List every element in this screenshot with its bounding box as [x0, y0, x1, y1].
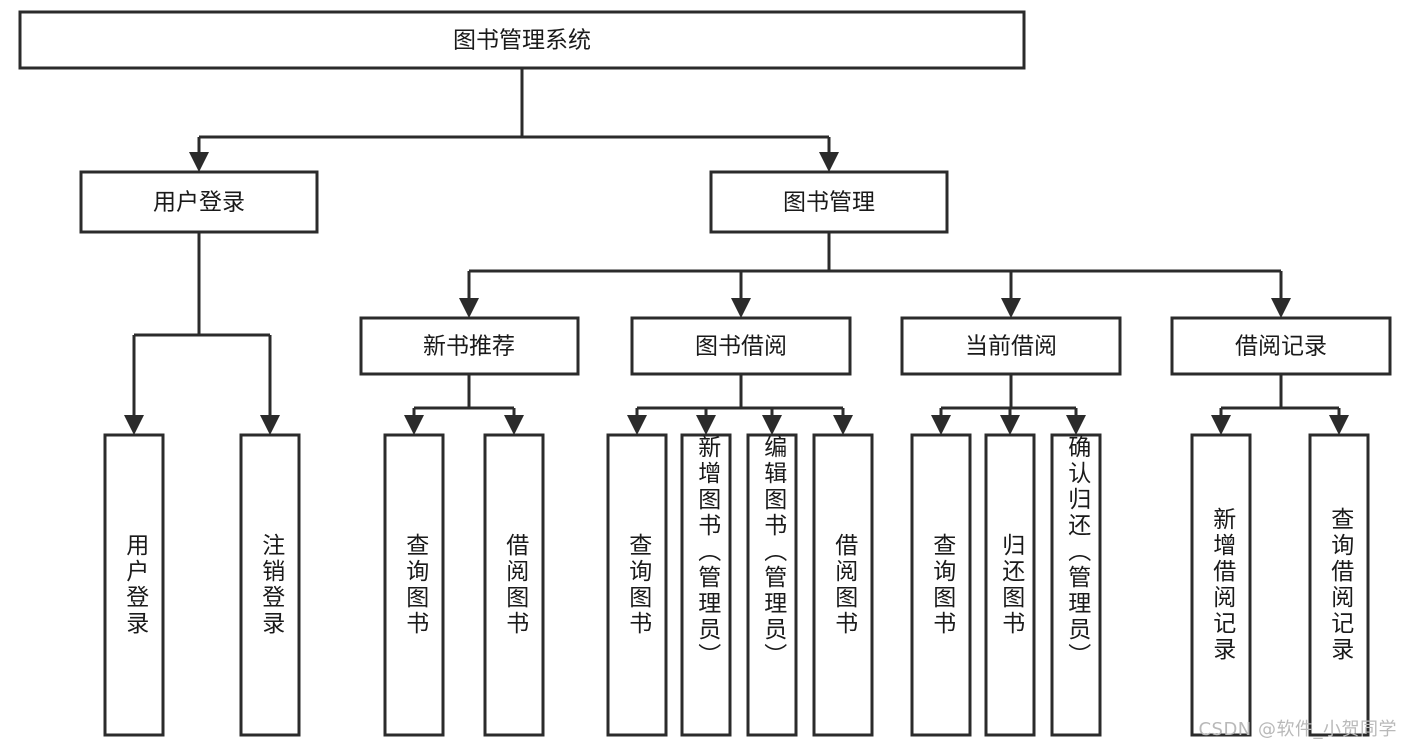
node-book-manage-label: 图书管理	[783, 190, 875, 216]
node-leaf-confirm-return-admin[interactable]	[1050, 433, 1102, 737]
node-leaf-edit-book-admin[interactable]	[746, 433, 798, 737]
node-leaf-borrow-book-1[interactable]	[483, 433, 545, 737]
arrowhead-leaf-confirm-return-admin	[1066, 415, 1086, 435]
arrowhead-leaf-query-record	[1329, 415, 1349, 435]
node-user-login-label: 用户登录	[153, 190, 245, 216]
node-new-book-rec-label: 新书推荐	[423, 334, 515, 360]
arrowhead-borrow-record	[1271, 298, 1291, 318]
node-book-borrow[interactable]	[630, 316, 852, 376]
node-book-borrow-label: 图书借阅	[695, 334, 787, 360]
arrowhead-leaf-query-book-1	[404, 415, 424, 435]
arrowhead-leaf-borrow-book-2	[833, 415, 853, 435]
node-leaf-add-record[interactable]	[1190, 433, 1252, 737]
arrowhead-leaf-query-book-3	[931, 415, 951, 435]
node-leaf-return-book[interactable]	[984, 433, 1036, 737]
node-layer: 图书管理系统 用户登录 图书管理 新书推荐 图书借阅 当前借阅 借阅记录	[18, 10, 1392, 737]
arrowhead-book-borrow	[731, 298, 751, 318]
node-root[interactable]	[18, 10, 1026, 70]
node-root-label: 图书管理系统	[453, 28, 591, 54]
arrowhead-leaf-return-book	[1000, 415, 1020, 435]
connector-layer	[124, 68, 1349, 435]
arrowhead-leaf-logout	[260, 415, 280, 435]
arrowhead-user-login	[189, 152, 209, 172]
arrowhead-book-manage	[819, 152, 839, 172]
node-leaf-query-record[interactable]	[1308, 433, 1370, 737]
node-leaf-borrow-book-2[interactable]	[812, 433, 874, 737]
node-new-book-rec[interactable]	[359, 316, 580, 376]
node-current-borrow-label: 当前借阅	[965, 334, 1057, 360]
node-current-borrow[interactable]	[900, 316, 1122, 376]
arrowhead-leaf-add-book-admin	[696, 415, 716, 435]
arrowhead-current-borrow	[1001, 298, 1021, 318]
arrowhead-leaf-query-book-2	[627, 415, 647, 435]
csdn-watermark: CSDN @软件_小贺同学	[1198, 719, 1397, 740]
node-leaf-query-book-3[interactable]	[910, 433, 972, 737]
node-leaf-query-book-2[interactable]	[606, 433, 668, 737]
node-leaf-query-book-1[interactable]	[383, 433, 445, 737]
arrowhead-leaf-user-login	[124, 415, 144, 435]
node-book-manage[interactable]	[709, 170, 949, 234]
arrowhead-leaf-borrow-book-1	[504, 415, 524, 435]
node-user-login[interactable]	[79, 170, 319, 234]
node-borrow-record-label: 借阅记录	[1235, 334, 1327, 360]
node-leaf-user-login[interactable]	[103, 433, 165, 737]
node-borrow-record[interactable]	[1170, 316, 1392, 376]
arrowhead-new-book-rec	[459, 298, 479, 318]
arrowhead-leaf-edit-book-admin	[762, 415, 782, 435]
node-leaf-add-book-admin[interactable]	[680, 433, 732, 737]
arrowhead-leaf-add-record	[1211, 415, 1231, 435]
node-leaf-logout[interactable]	[239, 433, 301, 737]
